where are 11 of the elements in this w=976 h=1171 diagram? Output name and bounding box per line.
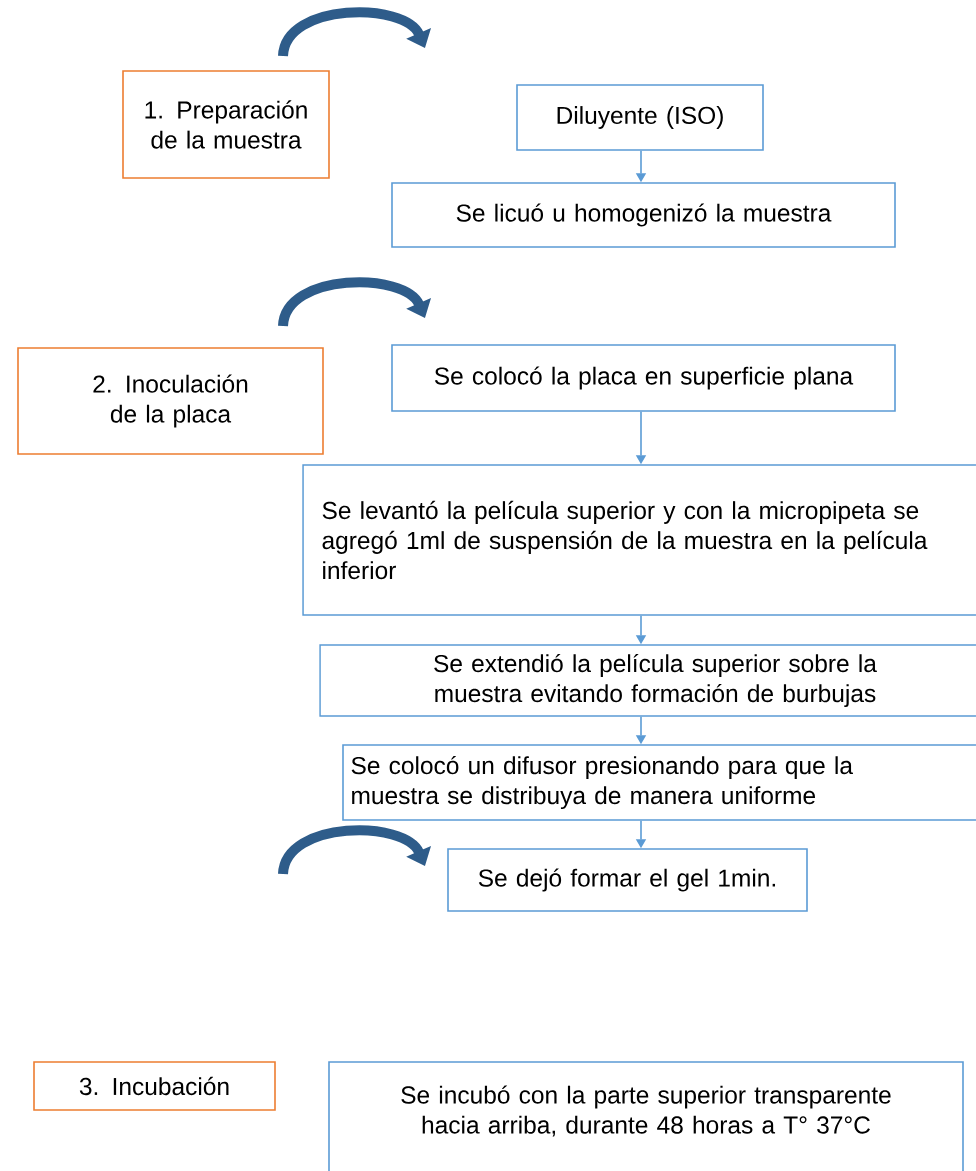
stage-box: 1. Preparación de la muestra (122, 70, 330, 179)
process-box: Se colocó un difusor presionando para que la muestra se distribuya de manera uniforme (342, 744, 976, 821)
process-box: Se levantó la película superior y con la micropipeta se agregó 1ml de suspensión de la muestra en la película inferior (302, 464, 976, 616)
process-box: Se extendió la película superior sobre la muestra evitando formación de burbujas (319, 644, 976, 717)
process-box: Diluyente (ISO) (516, 84, 764, 151)
process-box: Se licuó u homogenizó la muestra (391, 182, 896, 248)
process-box: Se colocó la placa en superficie plana (391, 344, 896, 412)
stage-box: 3. Incubación (33, 1061, 276, 1111)
stage-box: 2. Inoculación de la placa (17, 347, 324, 455)
process-box: Se dejó formar el gel 1min. (447, 848, 808, 912)
process-box: Se incubó con la parte superior transparente hacia arriba, durante 48 horas a T° 37°C (328, 1061, 964, 1171)
